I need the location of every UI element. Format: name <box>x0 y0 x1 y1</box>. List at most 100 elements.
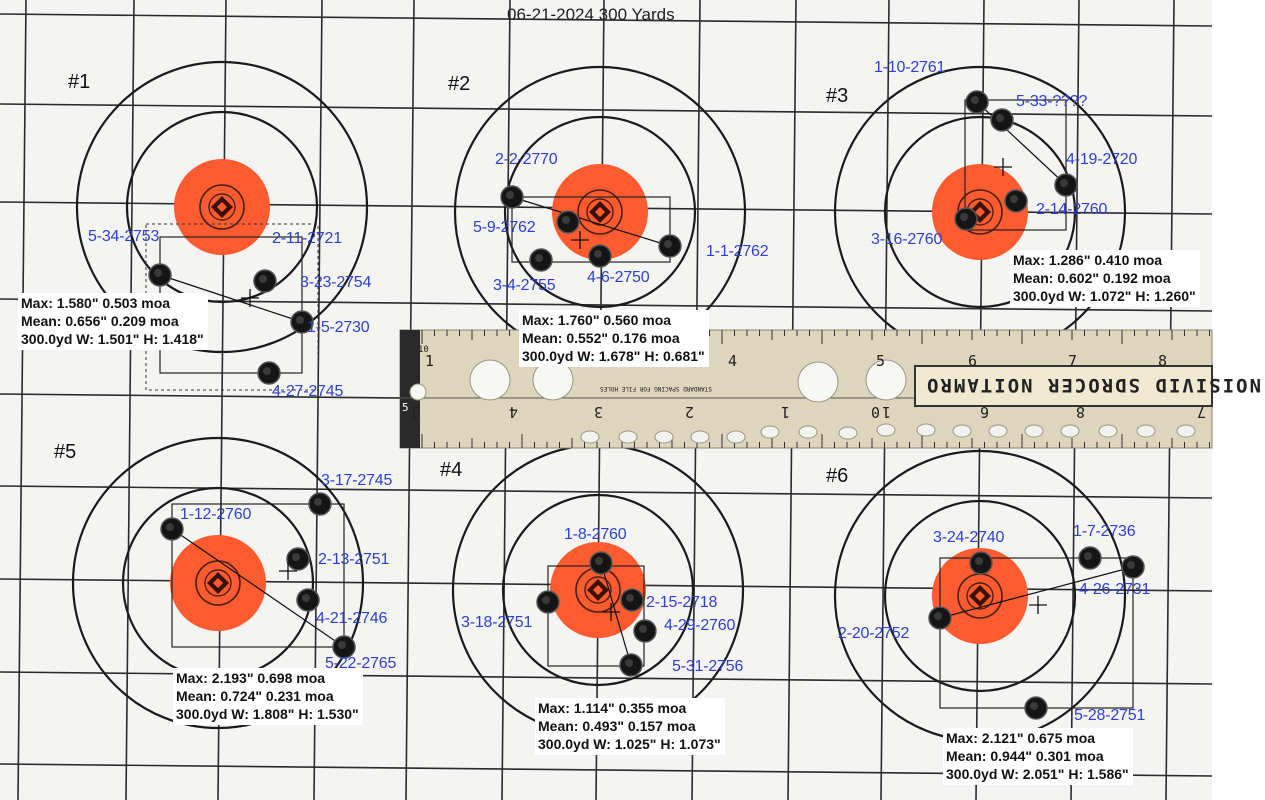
shot-label: 5-9-2762 <box>473 219 536 236</box>
center-diamond-inner <box>595 207 605 217</box>
ruler-tag: 5 <box>402 401 409 414</box>
margin-background <box>1212 0 1265 800</box>
inner-ring <box>966 582 994 610</box>
stat-line: 300.0yd W: 1.501" H: 1.418" <box>21 331 204 347</box>
shot-label: 5-28-2751 <box>1074 707 1146 724</box>
target-number: #4 <box>440 459 463 481</box>
extent-box <box>964 99 1067 231</box>
ruler-hole-small <box>1060 424 1080 438</box>
shot-label: 3-23-2754 <box>300 274 372 291</box>
center-diamond-inner <box>217 202 227 212</box>
bullet-hole-highlight <box>975 557 983 565</box>
target-number: #3 <box>826 85 849 107</box>
shot-label: 2-15-2718 <box>646 594 718 611</box>
bullet-hole-highlight <box>296 316 304 324</box>
shot-label: 3-18-2751 <box>461 614 533 631</box>
ruler-hole <box>865 359 907 401</box>
stat-line: Mean: 0.944" 0.301 moa <box>946 748 1104 764</box>
shot-label: 3-24-2740 <box>933 529 1005 546</box>
stat-line: Max: 1.760" 0.560 moa <box>522 312 672 328</box>
ruler-number: 1 <box>410 403 420 421</box>
grid-line-horizontal <box>0 13 1213 27</box>
target-ring <box>501 493 695 687</box>
shot-label: 3-16-2760 <box>871 231 943 248</box>
bullet-hole-highlight <box>971 96 979 104</box>
bullet-hole-highlight <box>1127 561 1135 569</box>
bullet-hole-highlight <box>664 240 672 248</box>
ruler-hole-small <box>760 425 780 439</box>
group-overlays <box>145 90 1145 720</box>
ruler-number: 5 <box>876 352 886 370</box>
ruler-hole-small <box>952 424 972 438</box>
shot-label: 5-31-2756 <box>672 658 744 675</box>
shot-label: 2-20-2752 <box>838 625 910 642</box>
stat-line: 300.0yd W: 1.678" H: 0.681" <box>522 348 705 364</box>
inner-ring <box>199 184 245 230</box>
max-spread-line <box>159 274 303 323</box>
target-number: #5 <box>54 441 77 463</box>
ruler-number: 1 <box>425 352 435 370</box>
shot-label: 5-22-2765 <box>325 655 397 672</box>
ruler-number: 7 <box>1068 352 1078 370</box>
inner-ring <box>584 576 612 604</box>
shot-label: 4-6-2750 <box>587 269 650 286</box>
bullet-hole-highlight <box>625 659 633 667</box>
ruler-hole-small <box>1024 424 1044 438</box>
stat-line: Max: 1.286" 0.410 moa <box>1013 252 1163 268</box>
shot-label: 4-19-2720 <box>1066 151 1138 168</box>
ruler-number: 3 <box>594 403 604 421</box>
ruler-hole-small <box>1136 424 1156 438</box>
grid-line-vertical <box>217 0 227 800</box>
stat-line: 300.0yd W: 1.072" H: 1.260" <box>1013 288 1196 304</box>
bullet-hole-highlight <box>263 367 271 375</box>
bullet-hole-highlight <box>626 594 634 602</box>
target-ring <box>503 115 697 309</box>
ruler-brand-text: NOISIVID SDROCER NOITAMRO <box>925 374 1261 396</box>
bullet-hole-highlight <box>595 557 603 565</box>
center-diamond-inner <box>213 578 223 588</box>
center-diamond-inner <box>975 591 985 601</box>
target-number: #6 <box>826 465 849 487</box>
center-diamond-inner <box>593 585 603 595</box>
shot-label: 5-33-???? <box>1016 93 1088 110</box>
shot-label: 3-17-2745 <box>321 472 393 489</box>
ruler-hole-small <box>916 423 936 437</box>
bullet-hole-highlight <box>639 625 647 633</box>
ruler-hole-small <box>690 430 710 444</box>
target-ring <box>125 110 319 304</box>
shot-label: 1-1-2762 <box>706 243 769 260</box>
bullet-hole-highlight <box>166 523 174 531</box>
stat-line: Max: 2.121" 0.675 moa <box>946 730 1096 746</box>
ruler-hole <box>797 361 839 403</box>
inner-ring <box>204 569 232 597</box>
grid-line-vertical <box>125 0 135 800</box>
shot-label: 4-27-2745 <box>272 383 344 400</box>
ruler-number: 6 <box>980 403 990 421</box>
center-diamond-inner <box>975 207 985 217</box>
ruler-edge <box>400 330 420 448</box>
ruler-number: 2 <box>685 403 695 421</box>
bullet-hole-highlight <box>934 612 942 620</box>
target-ring <box>883 499 1077 693</box>
target-ring <box>75 60 369 354</box>
stat-line: Mean: 0.493" 0.157 moa <box>538 718 696 734</box>
ruler-hole-small <box>654 430 674 444</box>
shot-label: 1-7-2736 <box>1073 523 1136 540</box>
bullet-hole-highlight <box>960 213 968 221</box>
target-number: #2 <box>448 73 471 95</box>
ruler-number: 8 <box>1158 352 1168 370</box>
extent-box <box>171 503 345 648</box>
grid-line-vertical <box>313 0 323 800</box>
shot-label: 1-5-2730 <box>307 319 370 336</box>
bullet-hole-highlight <box>594 250 602 258</box>
max-spread-line <box>171 528 345 648</box>
bullet-hole-highlight <box>562 216 570 224</box>
shot-label: 4-29-2760 <box>664 617 736 634</box>
